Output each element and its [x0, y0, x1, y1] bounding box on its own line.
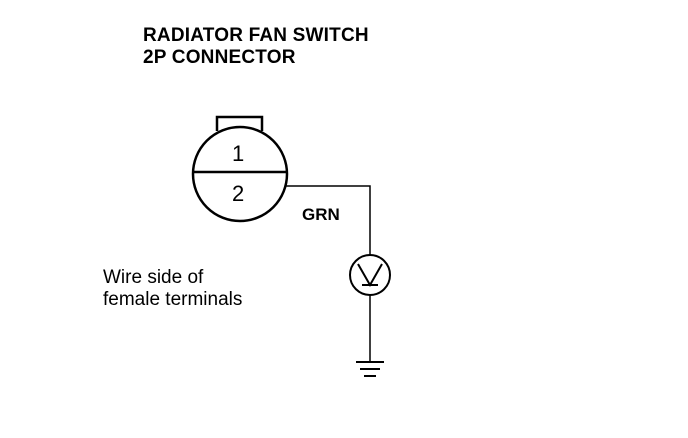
connector-body: [191, 125, 289, 223]
view-note-line-1: Wire side of: [103, 267, 204, 288]
diagram-title-line-2: 2P CONNECTOR: [143, 47, 296, 68]
diagram-title-line-1: RADIATOR FAN SWITCH: [143, 25, 369, 46]
wire-color-label: GRN: [302, 205, 340, 224]
pin-2-label: 2: [232, 181, 244, 206]
voltmeter-icon: [349, 254, 391, 296]
view-note-line-2: female terminals: [103, 289, 243, 310]
grn-wire: [285, 185, 371, 255]
pin-1-label: 1: [232, 141, 244, 166]
ground-icon: [356, 361, 384, 377]
connector-lock-tab: [215, 115, 264, 131]
